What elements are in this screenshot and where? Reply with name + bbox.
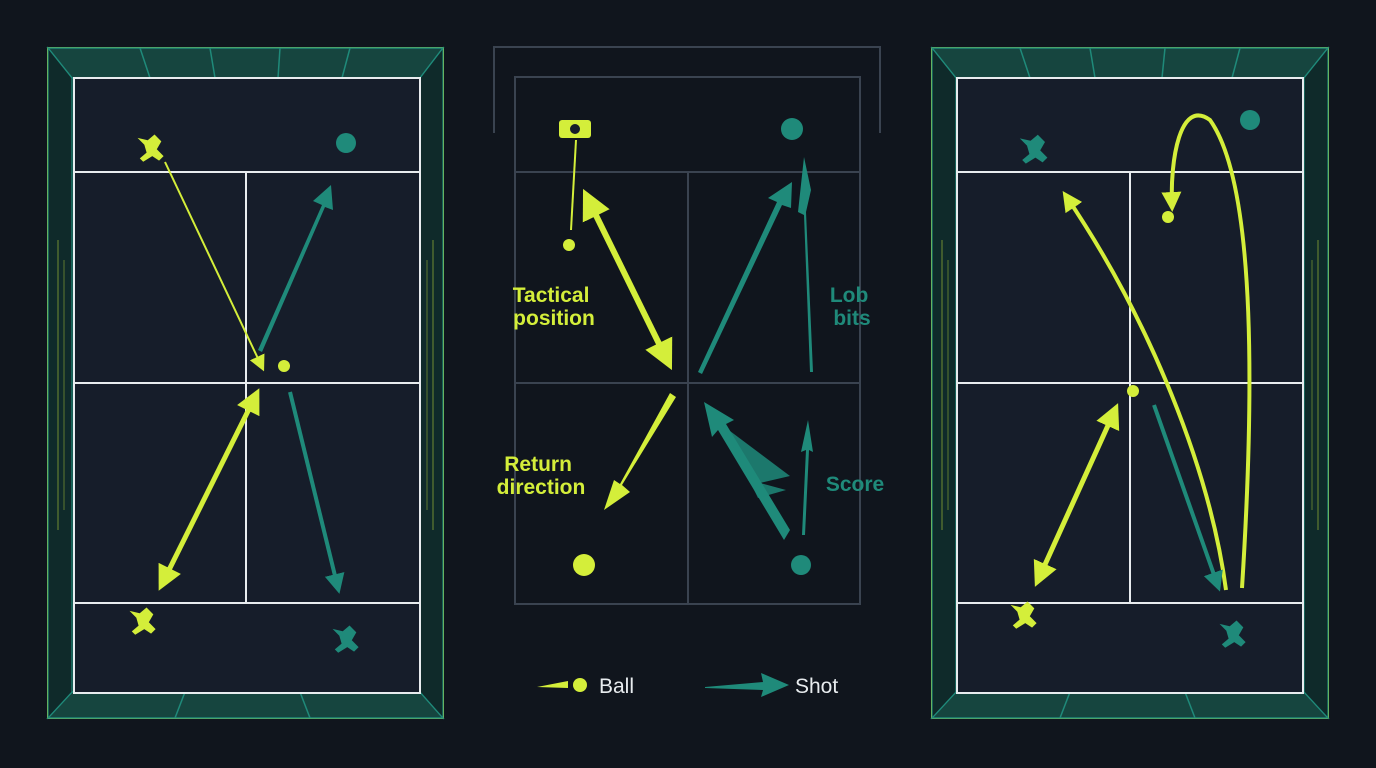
ball-trail — [570, 139, 577, 231]
arrow-icon — [164, 161, 265, 372]
ball-icon — [563, 239, 575, 251]
arrow-icon — [698, 182, 792, 374]
arrow-icon — [582, 188, 673, 371]
left-court-wall-seam — [341, 47, 351, 79]
return-label-line2: direction — [497, 476, 586, 499]
ball-legend-label: Ball — [599, 675, 634, 698]
right-court-side-wall-left — [931, 46, 957, 720]
ball-icon — [278, 360, 290, 372]
left-court-back-wall-top — [46, 47, 445, 79]
return-direction-label: Return direction — [497, 453, 586, 499]
legend: Ball Shot — [537, 673, 838, 698]
ball-icon — [1162, 211, 1174, 223]
left-court — [46, 46, 445, 720]
ball-legend-trail — [537, 681, 568, 688]
left-court-back-wall-bottom — [46, 691, 445, 719]
tactical-label-line1: Tactical — [513, 284, 590, 307]
left-court-wall-seam — [277, 47, 281, 79]
arrow-icon — [722, 425, 790, 498]
ball-icon — [791, 555, 811, 575]
middle-court: Tactical position Lob bits Return direct… — [493, 46, 884, 605]
arrow-icon — [288, 391, 345, 594]
arrow-icon — [705, 673, 789, 697]
right-court-wall-seam — [1059, 691, 1071, 719]
left-court-wall-seam — [139, 47, 151, 79]
shot-legend-label: Shot — [795, 675, 838, 698]
ball-icon — [573, 678, 587, 692]
arrow-icon — [258, 185, 333, 352]
right-court-back-wall-bottom — [930, 691, 1330, 719]
arrow-icon — [1033, 403, 1120, 587]
arrow-icon — [801, 420, 813, 535]
left-court-wall-seam — [209, 47, 216, 79]
lob-bits-label: Lob bits — [830, 284, 874, 330]
left-court-wall-seam — [299, 691, 311, 719]
ball-icon — [1240, 110, 1260, 130]
right-court — [930, 46, 1330, 720]
arrow-icon — [798, 157, 813, 372]
right-court-wall-seam — [1184, 691, 1196, 719]
arrow-icon — [158, 388, 260, 591]
lob-label-line2: bits — [833, 307, 870, 330]
tactical-label-line2: position — [513, 307, 595, 330]
right-court-wall-seam — [1161, 47, 1166, 79]
arrow-icon — [1152, 404, 1223, 592]
right-court-side-wall-right — [1303, 46, 1329, 720]
return-label-line1: Return — [504, 453, 572, 476]
ball-icon — [1127, 385, 1139, 397]
ball-icon — [336, 133, 356, 153]
arrow-icon — [1062, 191, 1228, 591]
left-court-side-wall-left — [47, 46, 73, 720]
score-label: Score — [826, 473, 884, 496]
player-icon-detail — [570, 124, 580, 134]
right-court-wall-seam — [1231, 47, 1241, 79]
right-court-back-wall-top — [930, 47, 1330, 79]
right-court-wall-seam — [1019, 47, 1031, 79]
ball-icon — [573, 554, 595, 576]
lob-label-line1: Lob — [830, 284, 868, 307]
tactical-position-label: Tactical position — [513, 284, 596, 330]
middle-court-wall — [493, 46, 881, 133]
arrow-icon — [604, 393, 676, 510]
left-court-wall-seam — [174, 691, 186, 719]
arrow-icon — [1161, 113, 1252, 589]
left-court-side-wall-right — [419, 46, 444, 720]
right-court-wall-seam — [1089, 47, 1096, 79]
ball-icon — [781, 118, 803, 140]
